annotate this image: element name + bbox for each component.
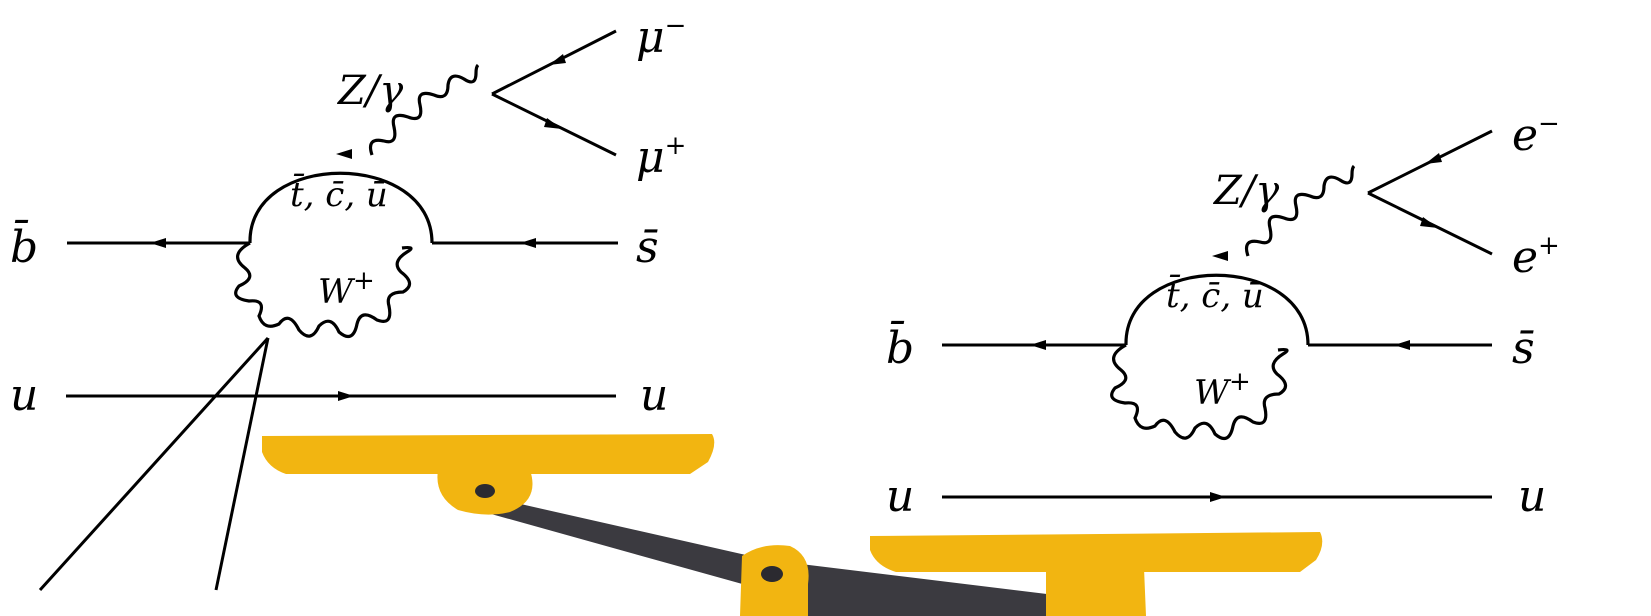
right-loop-arrow <box>1212 251 1228 261</box>
right-w-label: W+ <box>1194 367 1251 413</box>
left-s-arrow <box>520 238 536 248</box>
right-loop-quarks-label: t̄, c̄, ū <box>1166 274 1264 316</box>
middle-pivot-pin <box>761 566 783 582</box>
left-b-arrow <box>150 238 166 248</box>
left-w-boson <box>234 241 413 339</box>
left-lepton-plus-label: μ+ <box>636 131 686 183</box>
left-s-label: s̄ <box>636 222 659 273</box>
left-lepton-minus-arrow <box>549 54 566 65</box>
left-diagram: b̄ s̄ u u Z/γ t̄, c̄, ū W+ μ− μ+ <box>10 11 686 421</box>
right-w-boson <box>1110 343 1289 441</box>
right-plank <box>870 532 1323 572</box>
right-b-label: b̄ <box>886 319 914 374</box>
left-quark-loop <box>248 171 434 244</box>
right-b-arrow <box>1030 340 1046 350</box>
left-u-out-label: u <box>640 370 668 421</box>
left-hinge-pin <box>475 484 495 498</box>
left-u-arrow <box>338 391 354 401</box>
right-quark-loop <box>1124 273 1310 346</box>
left-loop-quarks-label: t̄, c̄, ū <box>290 173 388 215</box>
pointer-line-right <box>214 337 270 591</box>
right-lepton-plus-label: e+ <box>1512 231 1560 283</box>
pointer-line-left <box>38 336 270 592</box>
right-s-label: s̄ <box>1512 323 1535 374</box>
right-u-out-label: u <box>1518 471 1546 522</box>
left-loop-arrow <box>336 149 352 159</box>
left-lepton-plus-arrow <box>544 118 562 129</box>
left-z-photon <box>368 63 480 156</box>
right-boson-label: Z/γ <box>1212 168 1279 214</box>
right-lepton-minus-label: e− <box>1512 109 1560 161</box>
lever-graphic <box>38 336 1323 616</box>
left-boson-label: Z/γ <box>336 68 403 114</box>
left-u-in-label: u <box>10 370 38 421</box>
left-w-label: W+ <box>318 266 375 312</box>
right-u-arrow <box>1210 492 1226 502</box>
right-lepton-minus-arrow <box>1425 153 1442 164</box>
right-hinge <box>1046 568 1146 616</box>
right-z-photon <box>1244 164 1356 257</box>
left-b-label: b̄ <box>10 218 38 273</box>
right-lepton-plus-arrow <box>1420 217 1438 228</box>
right-diagram: b̄ s̄ u u Z/γ t̄, c̄, ū W+ e− e+ <box>886 109 1560 522</box>
right-s-arrow <box>1394 340 1410 350</box>
left-lepton-minus-label: μ− <box>636 11 686 63</box>
left-plank <box>262 434 715 474</box>
lever-beam <box>484 498 1096 616</box>
right-u-in-label: u <box>886 471 914 522</box>
